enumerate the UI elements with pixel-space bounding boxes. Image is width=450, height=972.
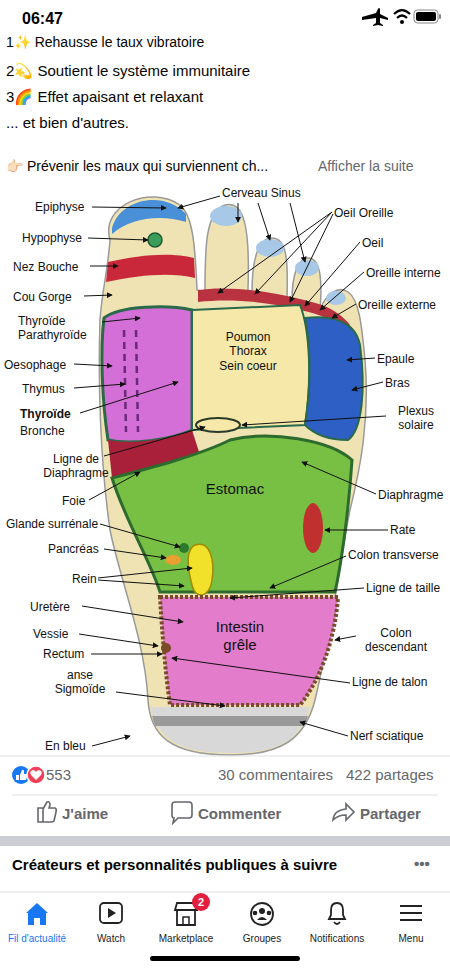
reflex-label: Nerf sciatique: [350, 729, 423, 743]
reflex-label: Cou Gorge: [13, 290, 72, 304]
see-more-link: Afficher la suite: [318, 158, 413, 175]
comment-count: 30 commentaires: [218, 766, 333, 784]
reflex-label: Epaule: [377, 352, 414, 366]
reflex-label: Uretère: [30, 600, 70, 614]
reflex-label: Thyroïde: [20, 407, 71, 421]
action-button: J'aime: [62, 805, 108, 823]
reflex-label: Rate: [390, 523, 415, 537]
action-button: Commenter: [198, 805, 281, 823]
status-icons: [362, 8, 441, 26]
tab-icons: [26, 903, 422, 925]
reflex-label: Ligne de taille: [366, 581, 440, 595]
section-heading: Créateurs et personnalités publiques à s…: [12, 856, 337, 874]
reflex-label: Oreille interne: [366, 266, 441, 280]
tab-label: Watch: [97, 933, 125, 945]
region-name: Intestin grêle: [200, 618, 280, 654]
region-name: Estomac: [190, 480, 280, 498]
reflex-label: Bras: [385, 376, 410, 390]
status-time: 06:47: [22, 9, 63, 28]
reflex-label: Pancréas: [48, 542, 99, 556]
reflex-label: Vessie: [33, 627, 68, 641]
leader-lines: [74, 196, 388, 746]
reaction-icons: [12, 766, 45, 784]
reflex-label: Oeil Oreille: [334, 206, 393, 220]
more-button: •••: [414, 855, 430, 873]
reflex-label: Hypophyse: [22, 231, 82, 245]
home-indicator: [150, 956, 300, 961]
reflex-label: Thyroïde Parathyroïde: [18, 314, 102, 343]
badge-count: 2: [192, 893, 210, 911]
tab-label: Menu: [398, 933, 423, 945]
post-text: 1✨ Rehausse le taux vibratoire: [6, 34, 204, 51]
reflex-label: Epiphyse: [35, 200, 84, 214]
post-text: 3🌈 Effet apaisant et relaxant: [6, 88, 203, 106]
reflex-label: Cerveau Sinus: [222, 186, 301, 200]
reflex-label: Glande surrénale: [6, 517, 98, 531]
tab-label: Groupes: [243, 933, 281, 945]
tab-label: Notifications: [310, 933, 364, 945]
post-text: 2💫 Soutient le système immunitaire: [6, 62, 250, 80]
reflex-label: Ligne de Diaphragme: [37, 452, 115, 481]
reaction-count: 553: [46, 766, 71, 784]
tab-label: Marketplace: [159, 933, 213, 945]
reflex-label: Colon descendant: [358, 626, 434, 655]
reflex-label: Rein: [72, 572, 97, 586]
reflex-label: Nez Bouche: [13, 260, 78, 274]
reflex-label: Bronche: [20, 424, 65, 438]
foot-region: Poumon Thorax Sein coeur: [216, 330, 280, 373]
reflex-label: Oeil: [362, 236, 383, 250]
reflex-label: Oesophage: [4, 358, 66, 372]
reflex-label: Oreille externe: [358, 298, 436, 312]
reflex-label: Plexus solaire: [388, 404, 444, 433]
reflex-label: Colon transverse: [348, 548, 439, 562]
region-name: Poumon Thorax Sein coeur: [216, 330, 280, 373]
reflex-label: Rectum: [43, 647, 84, 661]
reflex-label: Foie: [62, 494, 85, 508]
post-text: 👉🏻 Prévenir les maux qui surviennent ch.…: [6, 158, 268, 175]
action-icons: [38, 802, 354, 823]
reflex-label: En bleu: [45, 739, 86, 753]
tab-label: Fil d'actualité: [8, 933, 66, 945]
post-text: ... et bien d'autres.: [6, 114, 129, 132]
notification-badge: 2: [192, 893, 210, 911]
foot-region: Intestin grêle: [200, 618, 280, 654]
foot-region: Estomac: [190, 480, 280, 498]
share-count: 422 partages: [346, 766, 434, 784]
action-button: Partager: [360, 805, 421, 823]
reflex-label: Diaphragme: [378, 488, 443, 502]
reflex-label: Thymus: [22, 382, 65, 396]
reflex-label: anse Sigmoïde: [45, 668, 115, 697]
reflex-label: Ligne de talon: [352, 675, 427, 689]
